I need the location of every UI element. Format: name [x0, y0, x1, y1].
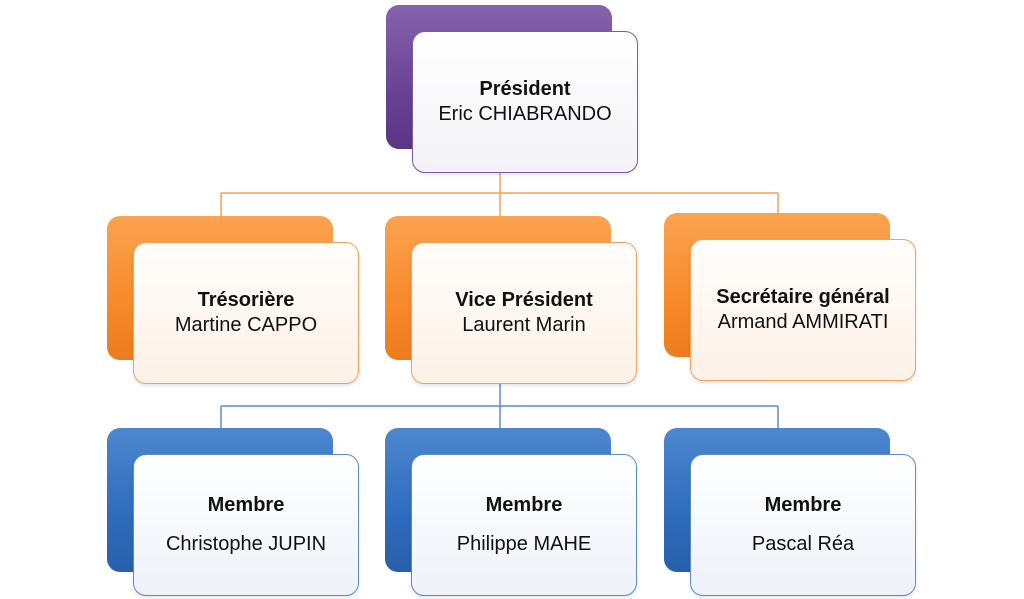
role-label: Membre: [207, 494, 285, 516]
person-name: Christophe JUPIN: [165, 533, 327, 555]
node-member-2: Membre Philippe MAHE: [385, 428, 639, 598]
role-label: Vice Président: [455, 289, 593, 311]
node-member-1-card: Membre Christophe JUPIN: [133, 454, 359, 596]
role-label: Secrétaire général: [716, 286, 890, 308]
person-name: Laurent Marin: [462, 314, 586, 336]
node-member-1: Membre Christophe JUPIN: [107, 428, 361, 598]
role-label: Trésorière: [197, 289, 295, 311]
node-secretaire: Secrétaire général Armand AMMIRATI: [664, 213, 918, 383]
person-name: Pascal Réa: [751, 533, 855, 555]
node-member-2-card: Membre Philippe MAHE: [411, 454, 637, 596]
node-president: Président Eric CHIABRANDO: [386, 5, 640, 175]
role-label: Président: [479, 78, 571, 100]
person-name: Martine CAPPO: [174, 314, 318, 336]
role-label: Membre: [485, 494, 563, 516]
person-name: Philippe MAHE: [456, 533, 592, 555]
role-label: Membre: [764, 494, 842, 516]
person-name: Armand AMMIRATI: [717, 311, 889, 333]
node-tresoriere-card: Trésorière Martine CAPPO: [133, 242, 359, 384]
node-vice-president: Vice Président Laurent Marin: [385, 216, 639, 386]
node-secretaire-card: Secrétaire général Armand AMMIRATI: [690, 239, 916, 381]
node-president-card: Président Eric CHIABRANDO: [412, 31, 638, 173]
person-name: Eric CHIABRANDO: [438, 103, 612, 125]
node-member-3: Membre Pascal Réa: [664, 428, 918, 598]
node-member-3-card: Membre Pascal Réa: [690, 454, 916, 596]
node-vice-president-card: Vice Président Laurent Marin: [411, 242, 637, 384]
node-tresoriere: Trésorière Martine CAPPO: [107, 216, 361, 386]
